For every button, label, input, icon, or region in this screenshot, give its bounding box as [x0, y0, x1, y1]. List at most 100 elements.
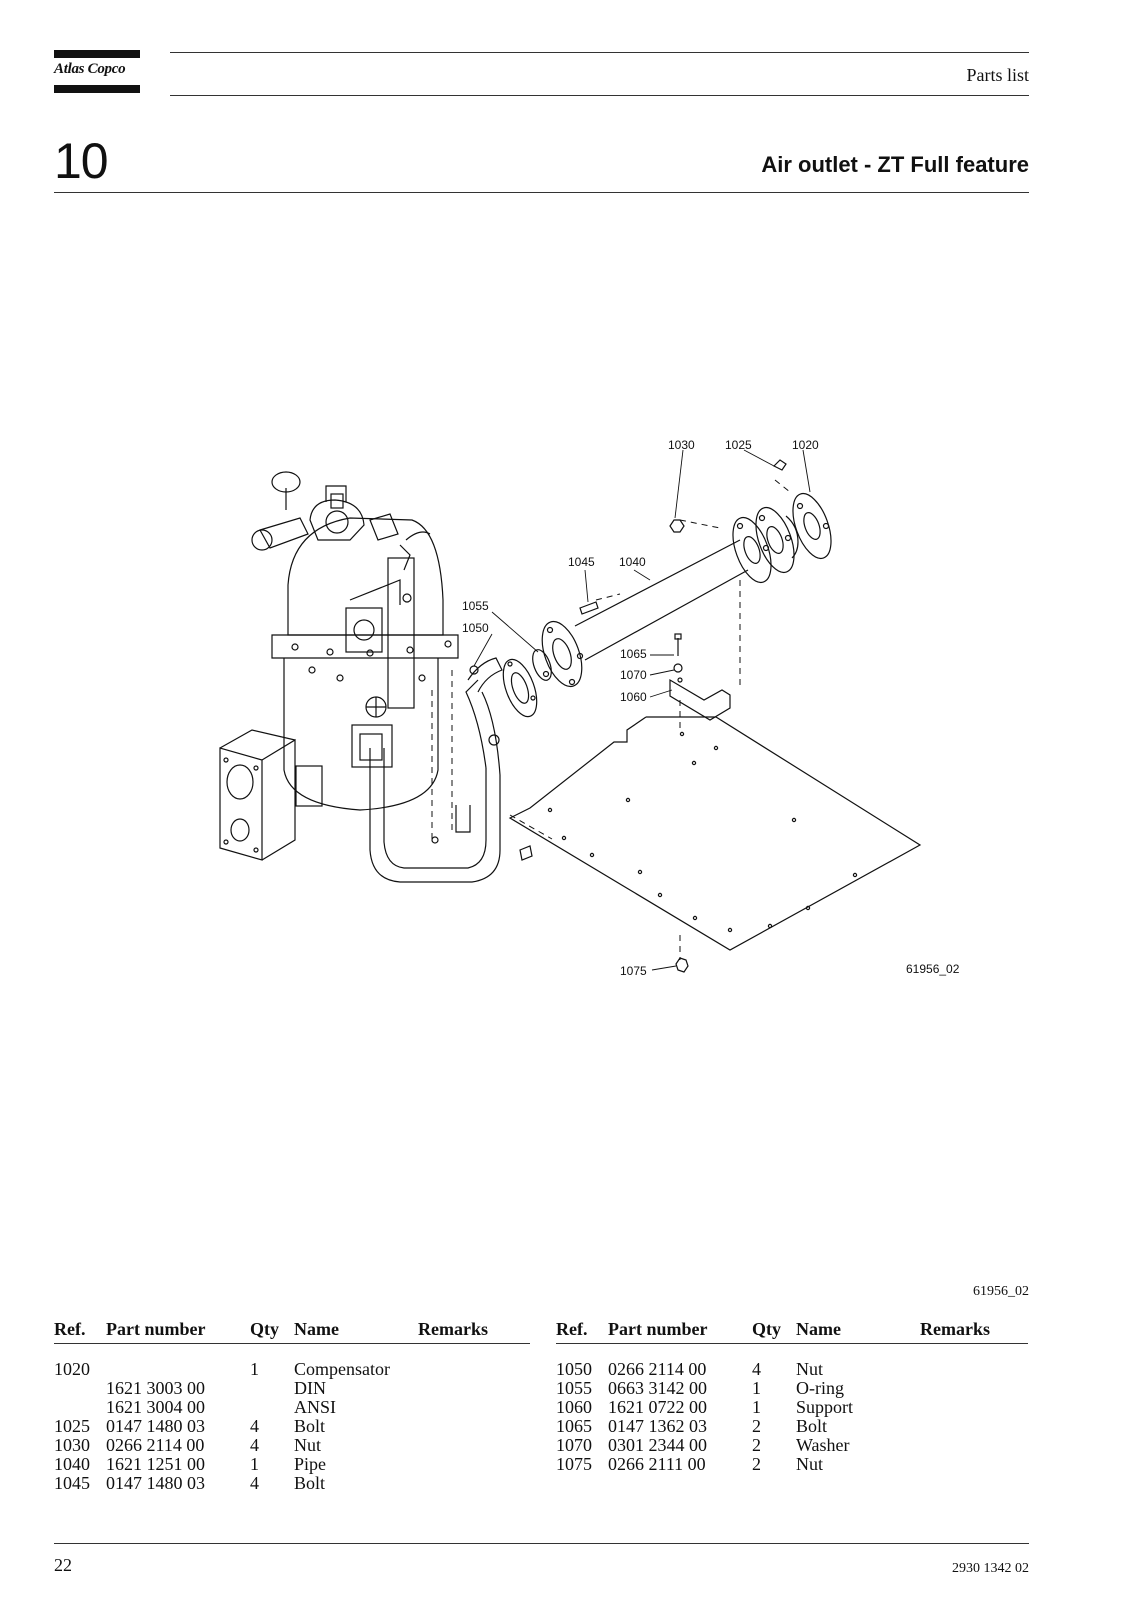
cell-remarks [418, 1417, 530, 1436]
cell-ref: 1025 [54, 1416, 90, 1436]
title-rule [54, 192, 1029, 193]
cell-ref: 1020 [54, 1359, 90, 1379]
outlet-elbow-pipe [369, 657, 538, 883]
cell-part-number: 0147 1362 03 [608, 1416, 707, 1436]
cell-name: Pipe [294, 1454, 327, 1474]
cell-qty: 1 [752, 1397, 761, 1417]
table-row: 1025 0147 1480 03 4 Bolt [54, 1417, 530, 1436]
cell-part-number: 0266 2114 00 [106, 1435, 205, 1455]
cell-name: Washer [796, 1435, 850, 1455]
cell-remarks [920, 1379, 1028, 1398]
cell-part-number [106, 1344, 250, 1380]
cell-qty: 1 [250, 1454, 259, 1474]
cell-remarks [920, 1344, 1028, 1380]
footer-rule [54, 1543, 1029, 1544]
page-number: 22 [54, 1555, 72, 1575]
base-plate [508, 716, 922, 951]
cell-remarks [920, 1455, 1028, 1474]
callout-1050: 1050 [462, 621, 489, 635]
air-vessel [219, 471, 459, 861]
col-name: Name [294, 1320, 418, 1344]
callout-1055: 1055 [462, 599, 489, 613]
cell-part-number: 0147 1480 03 [106, 1416, 205, 1436]
cell-ref: 1055 [556, 1378, 592, 1398]
cell-name: Support [796, 1397, 854, 1417]
exploded-view-svg: 1030 1025 1020 1045 1040 1055 1050 1065 … [219, 438, 960, 978]
col-name: Name [796, 1320, 920, 1344]
col-remarks: Remarks [920, 1320, 1028, 1344]
pipe-1040 [541, 516, 772, 688]
callout-1025: 1025 [725, 438, 752, 452]
cell-name: Compensator [294, 1359, 390, 1379]
cell-ref [54, 1379, 106, 1398]
cell-remarks [418, 1455, 530, 1474]
cell-remarks [920, 1417, 1028, 1436]
col-qty: Qty [752, 1320, 796, 1344]
header-rule-top [170, 52, 1029, 53]
col-qty: Qty [250, 1320, 294, 1344]
cell-part-number: 0301 2344 00 [608, 1435, 707, 1455]
cell-qty: 4 [250, 1416, 259, 1436]
cell-qty [250, 1379, 294, 1398]
cell-qty: 4 [250, 1435, 259, 1455]
col-part-number: Part number [106, 1320, 250, 1344]
callout-1040: 1040 [619, 555, 646, 569]
callout-1045: 1045 [568, 555, 595, 569]
cell-ref: 1075 [556, 1454, 592, 1474]
cell-qty: 2 [752, 1435, 761, 1455]
callout-1060: 1060 [620, 690, 647, 704]
cell-qty [250, 1398, 294, 1417]
table-header-row: Ref. Part number Qty Name Remarks [556, 1320, 1028, 1344]
cell-part-number: 1621 1251 00 [106, 1454, 205, 1474]
cell-name: Nut [796, 1359, 823, 1379]
callout-1030: 1030 [668, 438, 695, 452]
cell-remarks [418, 1474, 530, 1493]
cell-qty: 4 [250, 1473, 259, 1493]
cell-qty: 4 [752, 1359, 761, 1379]
col-ref: Ref. [556, 1320, 608, 1344]
cell-name: ANSI [294, 1397, 337, 1417]
section-label: Parts list [966, 65, 1029, 85]
col-ref: Ref. [54, 1320, 106, 1344]
cell-ref: 1045 [54, 1473, 90, 1493]
logo-bar-top [54, 50, 140, 58]
cell-ref: 1070 [556, 1435, 592, 1455]
cell-ref: 1065 [556, 1416, 592, 1436]
cell-part-number: 0663 3142 00 [608, 1378, 707, 1398]
callout-1065: 1065 [620, 647, 647, 661]
atlas-copco-logo: Atlas Copco [54, 50, 140, 94]
support-1060 [669, 678, 731, 721]
cell-name: Bolt [294, 1473, 326, 1493]
cell-part-number: 0266 2111 00 [608, 1454, 706, 1474]
cell-name: Bolt [294, 1416, 326, 1436]
cell-ref: 1050 [556, 1359, 592, 1379]
table-row: 1045 0147 1480 03 4 Bolt [54, 1474, 530, 1493]
callout-leaders [473, 449, 811, 971]
table-row: 1070 0301 2344 00 2 Washer [556, 1436, 1028, 1455]
cell-remarks [418, 1379, 530, 1398]
logo-text: Atlas Copco [54, 61, 126, 77]
cell-remarks [920, 1436, 1028, 1455]
cell-remarks [418, 1344, 530, 1380]
cell-part-number: 0147 1480 03 [106, 1473, 205, 1493]
callout-1070: 1070 [620, 668, 647, 682]
cell-remarks [920, 1398, 1028, 1417]
small-hardware [519, 459, 787, 973]
cell-ref: 1030 [54, 1435, 90, 1455]
exploded-view-drawing: 1030 1025 1020 1045 1040 1055 1050 1065 … [200, 430, 1020, 1010]
cell-name: Nut [796, 1454, 823, 1474]
drawing-id-label: 61956_02 [906, 962, 960, 976]
cell-name: DIN [294, 1378, 326, 1398]
chapter-number: 10 [54, 133, 109, 189]
